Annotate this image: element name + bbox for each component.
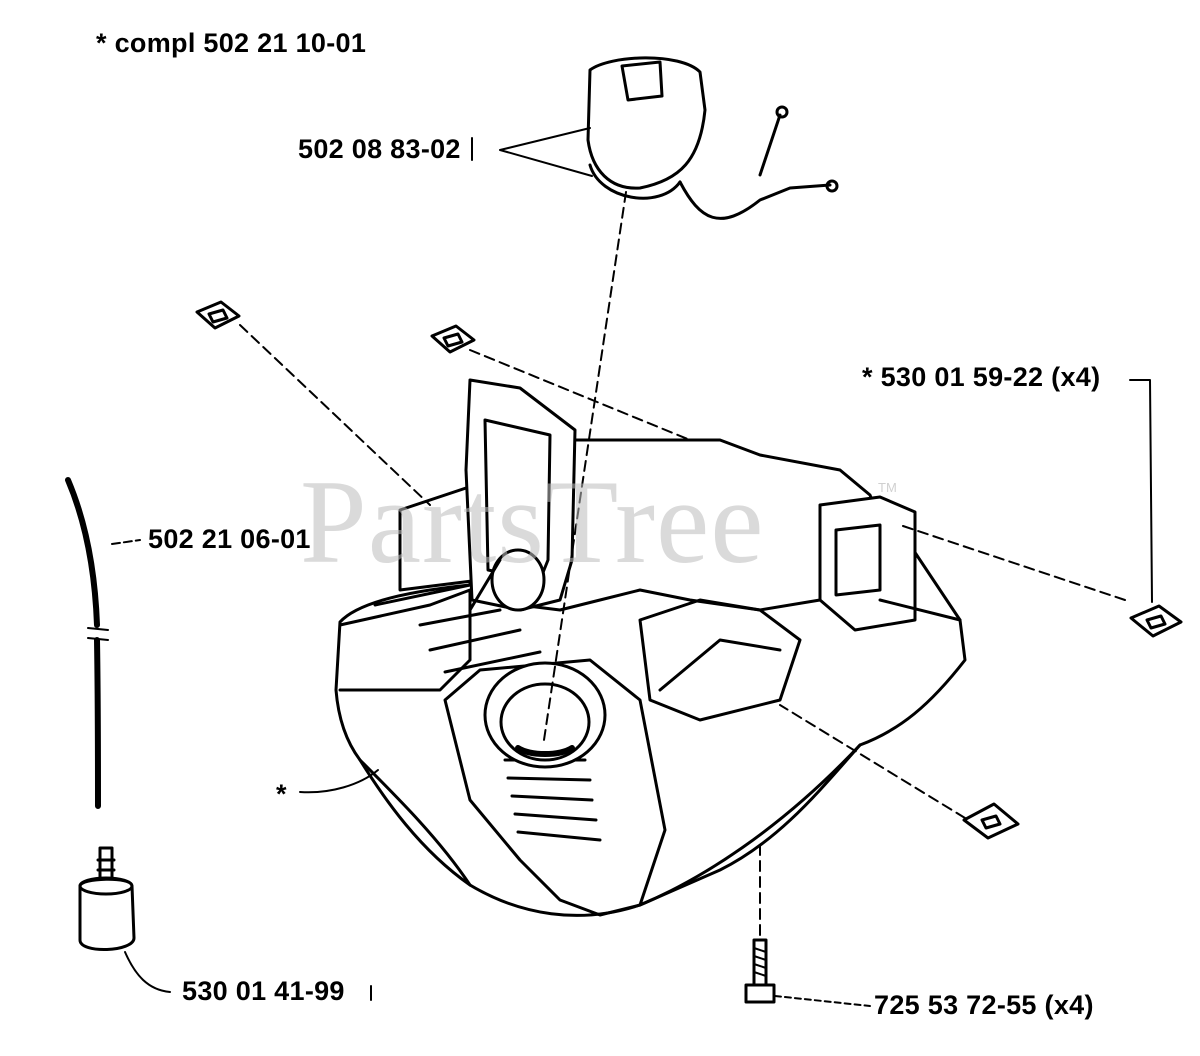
chamber-ridge xyxy=(658,638,782,692)
clip-nuts xyxy=(195,300,1183,840)
filler-neck-inner xyxy=(499,682,591,762)
dash-nut1 xyxy=(469,349,691,441)
dash-nut4 xyxy=(779,704,966,819)
clip-nut-4 xyxy=(962,802,1020,840)
dash-nut3 xyxy=(899,524,1126,601)
cap-rope-branch xyxy=(758,113,782,177)
clip-nut-1 xyxy=(430,324,476,354)
tank-right-chamber xyxy=(638,598,802,722)
fuel-cap-drawing xyxy=(586,56,839,220)
fuel-filter-drawing xyxy=(78,846,136,951)
dash-cap-to-neck xyxy=(543,191,627,741)
screw-part-label[interactable]: 725 53 72-55 (x4) xyxy=(874,990,1094,1020)
left-slot-4 xyxy=(443,650,542,674)
screw-head xyxy=(744,983,776,1004)
clip-nut-part-label[interactable]: * 530 01 59-22 (x4) xyxy=(862,362,1101,392)
left-slot-3 xyxy=(428,628,522,652)
vent-slot-5 xyxy=(516,830,602,842)
watermark-trademark: TM xyxy=(878,480,897,495)
leader-hose xyxy=(111,539,141,545)
leader-screw xyxy=(774,995,871,1007)
leader-lines xyxy=(111,127,1153,1007)
cap-rope xyxy=(678,180,832,220)
fuel-tank-drawing xyxy=(334,378,967,917)
leader-tank xyxy=(299,769,379,794)
tank-knob xyxy=(490,548,546,612)
assembly-note-label: * compl 502 21 10-01 xyxy=(96,28,367,58)
fuel-hose-part-label[interactable]: 502 21 06-01 xyxy=(148,524,311,554)
cap-rope-loop-2 xyxy=(825,179,839,193)
dash-nut2 xyxy=(239,324,431,506)
assembly-dashed-lines xyxy=(239,191,1126,936)
screw-threads xyxy=(753,947,767,977)
vent-slot-2 xyxy=(506,776,592,782)
clip-nut-3 xyxy=(1129,604,1183,638)
leader-cap xyxy=(499,127,593,177)
leader-clip-nut xyxy=(1129,379,1153,603)
hose-lower xyxy=(94,637,101,809)
cap-rope-loop-1 xyxy=(775,105,789,119)
filter-top xyxy=(78,876,134,896)
cap-ring xyxy=(588,163,682,200)
filler-neck-shadow xyxy=(515,745,575,757)
clip-nut-2 xyxy=(195,300,241,330)
cap-body xyxy=(586,56,707,190)
fuel-cap-part-label[interactable]: 502 08 83-02 xyxy=(298,134,461,164)
watermark: PartsTree xyxy=(300,455,765,588)
vent-slot-4 xyxy=(513,812,598,822)
tank-rim xyxy=(878,598,962,622)
vent-slot-3 xyxy=(510,794,594,802)
hose-break xyxy=(87,627,109,641)
tank-left-panel xyxy=(338,588,472,692)
fuel-tank-star-label[interactable]: * xyxy=(276,779,287,809)
filler-neck-outer xyxy=(483,661,607,769)
filter-nipple xyxy=(96,846,116,882)
tank-right-block xyxy=(818,495,917,632)
tank-skirt-right xyxy=(638,743,862,907)
fuel-hose-drawing xyxy=(65,477,109,809)
left-slot-2 xyxy=(418,608,502,627)
leader-filter xyxy=(124,951,171,993)
fuel-filter-part-label[interactable]: 530 01 41-99 xyxy=(182,976,345,1006)
cap-grip-slot xyxy=(620,60,664,102)
screw-drawing xyxy=(744,938,776,1004)
right-block-slot xyxy=(834,523,882,597)
tank-knob-stem xyxy=(468,558,502,612)
hose-upper xyxy=(65,477,100,628)
screw-shank xyxy=(752,938,768,987)
left-slot-1 xyxy=(373,583,472,607)
